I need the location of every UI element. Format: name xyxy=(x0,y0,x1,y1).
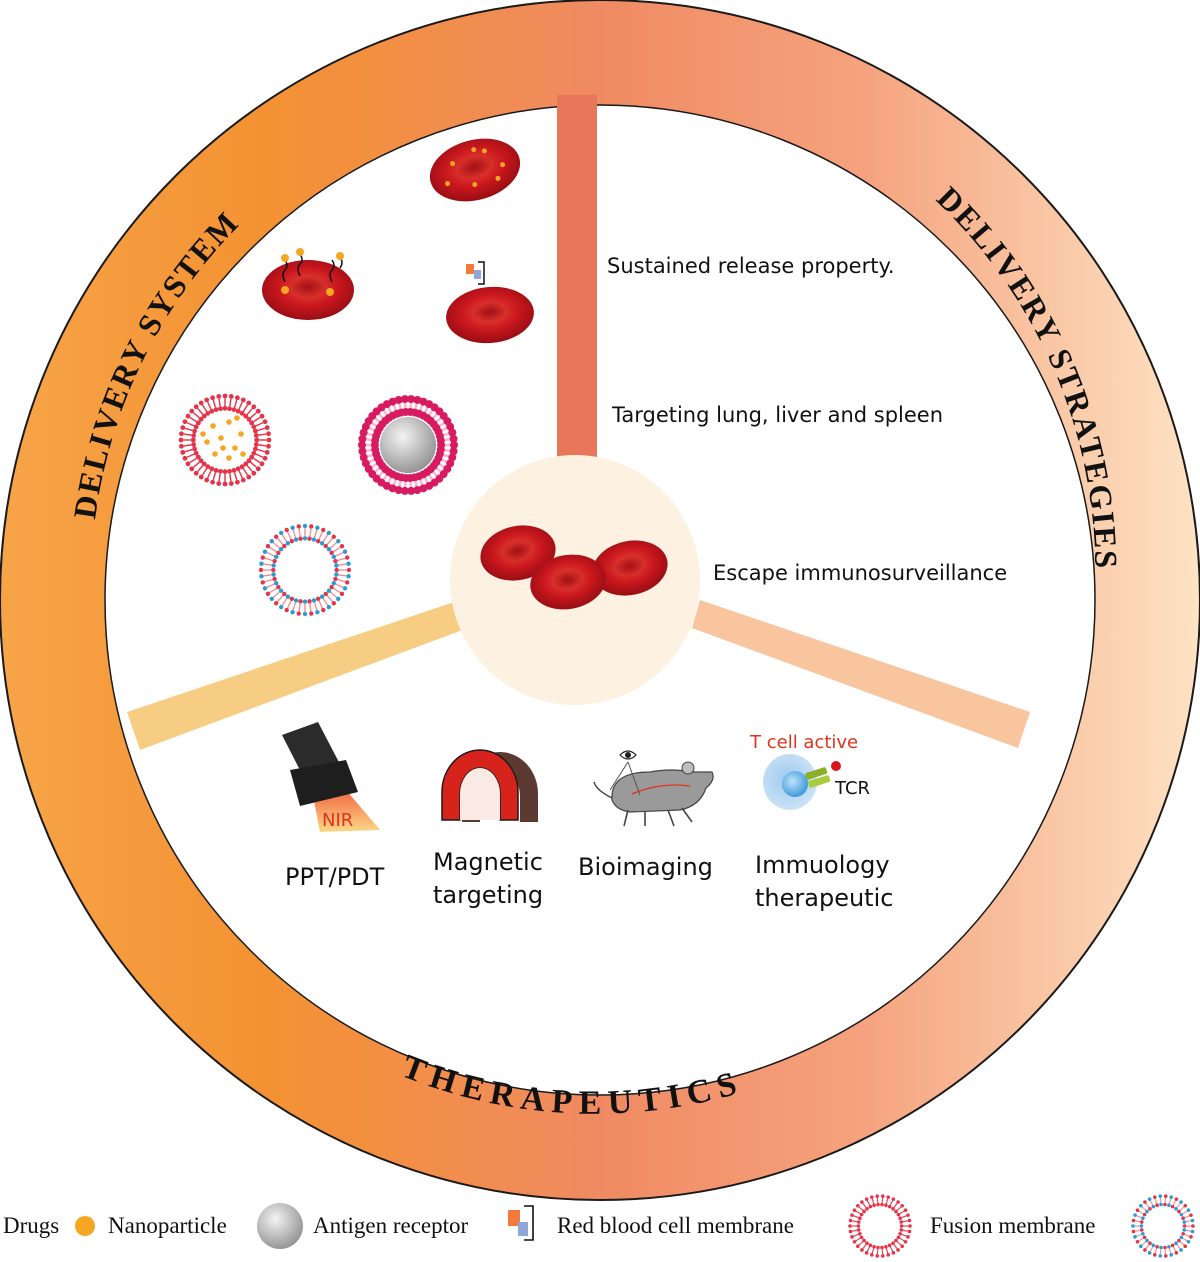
t-cell-active-label: T cell active xyxy=(749,732,858,753)
fusion-membrane-vesicle xyxy=(258,523,352,617)
magnetic-targeting-label-line1: Magnetic xyxy=(433,848,543,876)
legend-antigen-receptor-icon xyxy=(508,1205,534,1241)
legend-antigen-receptor-label: Antigen receptor xyxy=(313,1213,469,1238)
nanoparticle-in-rbc-membrane xyxy=(358,395,458,495)
legend-drug-icon xyxy=(75,1216,95,1236)
spoke-right xyxy=(692,600,1030,748)
legend-drugs-label: Drugs xyxy=(3,1213,59,1238)
magnetic-targeting-label-line2: targeting xyxy=(433,881,543,909)
rbc-with-linked-drugs xyxy=(262,248,354,320)
rbc-membrane-vesicle-with-drugs xyxy=(178,393,272,487)
rbc-with-drugs xyxy=(429,138,521,202)
hub-red-blood-cells xyxy=(480,525,668,610)
svg-text:NIR: NIR xyxy=(322,810,353,831)
rbc-with-antigen-receptor xyxy=(446,261,534,344)
mouse-imaging-icon xyxy=(593,750,714,827)
nir-lamp-icon: NIR xyxy=(282,722,380,832)
legend-fusion-membrane-icon xyxy=(1131,1194,1195,1258)
strategy-targeting-organs: Targeting lung, liver and spleen xyxy=(611,403,943,427)
legend-nanoparticle-icon xyxy=(257,1203,303,1249)
legend-rbc-membrane-label: Red blood cell membrane xyxy=(557,1213,794,1238)
t-cell-icon xyxy=(763,754,841,810)
ppt-pdt-label: PPT/PDT xyxy=(285,863,385,891)
bioimaging-label: Bioimaging xyxy=(578,853,713,881)
magnet-icon xyxy=(441,749,538,822)
legend-fusion-membrane-label: Fusion membrane xyxy=(930,1213,1095,1238)
strategy-sustained-release: Sustained release property. xyxy=(607,254,895,278)
spoke-left xyxy=(127,600,468,750)
tcr-label: TCR xyxy=(834,778,870,799)
spoke-top xyxy=(557,95,597,475)
immunology-label-line2: therapeutic xyxy=(755,884,893,912)
legend: Drugs Nanoparticle Antigen receptor Red … xyxy=(3,1194,1195,1258)
strategy-escape-immunosurveillance: Escape immunosurveillance xyxy=(713,561,1007,585)
immunology-label-line1: Immuology xyxy=(755,851,890,879)
legend-rbc-membrane-icon xyxy=(848,1194,912,1258)
legend-nanoparticle-label: Nanoparticle xyxy=(108,1213,227,1238)
